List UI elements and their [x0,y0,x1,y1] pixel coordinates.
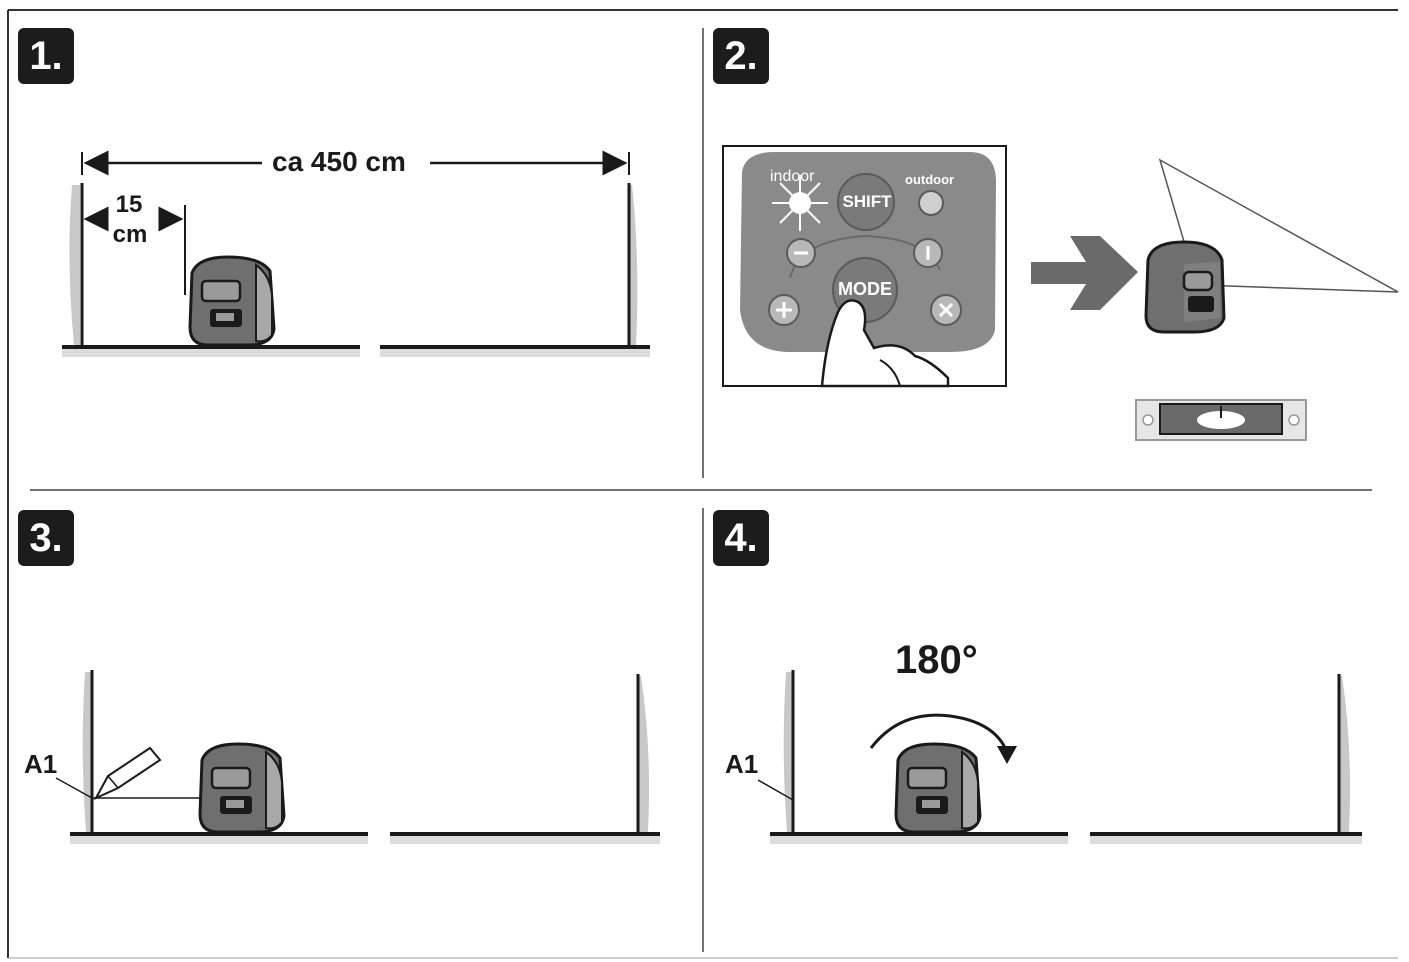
pencil-icon [93,746,162,801]
wall-shade-right [638,676,650,832]
rotation-arrow [869,713,1009,753]
laser-device-1 [188,255,276,347]
step-badge-1: 1. [18,28,74,84]
direction-arrow [1031,236,1138,310]
floor-shade-b [380,347,650,357]
mode-key-label: MODE [838,279,892,299]
pressing-finger [820,299,950,388]
total-distance-label: ca 450 cm [272,146,406,177]
laser-device-3 [198,742,286,834]
cross-icon [938,302,954,318]
step-badge-4: 4. [713,510,769,566]
wall-shade-right [629,185,638,345]
mark-leader [55,777,93,799]
step-badge-2: 2. [713,28,769,84]
mark-label-a1: A1 [24,749,58,779]
wall-shade-left [82,672,91,832]
wall-shade-left [69,185,80,345]
floor-shade-a [62,347,360,357]
sun-icon [772,175,828,231]
panel-4-scene [757,670,1362,844]
step-badge-3: 3. [18,510,74,566]
laser-device-2 [1144,240,1226,334]
laser-beam [1158,158,1399,293]
wall-shade-right [1339,676,1351,832]
panel-2-scene [722,145,1399,441]
rotation-arrowhead [997,746,1017,764]
shift-key-label: SHIFT [842,192,892,211]
indoor-label: indoor [770,168,815,185]
panel-3-scene [55,670,660,844]
bubble-level-icon [1135,399,1307,441]
offset-value-label: 15 [115,191,143,218]
shift-key [837,173,895,231]
mark-label-a1: A1 [725,749,759,779]
rotation-label: 180° [895,638,978,682]
outdoor-led [918,190,944,216]
mark-leader [757,779,794,801]
wall-shade-left [783,672,792,832]
offset-unit-label: cm [112,221,148,248]
laser-device-4 [894,742,982,834]
outdoor-label: outdoor [905,172,955,187]
panel-1-scene [62,150,650,357]
